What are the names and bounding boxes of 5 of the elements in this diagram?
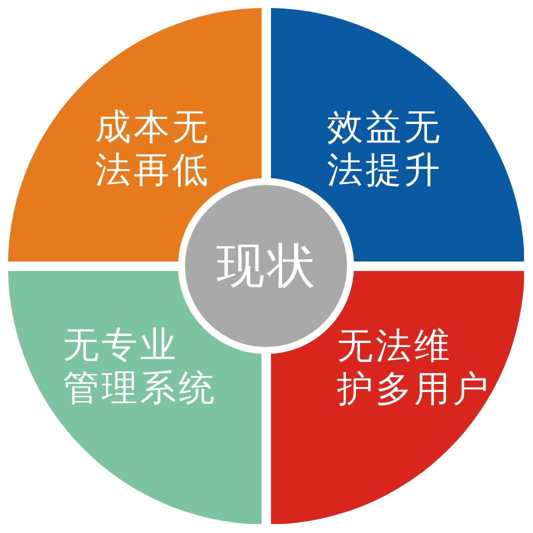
center-label: 现状 [216, 238, 318, 294]
segment-label: 成本无法再低 [95, 107, 210, 192]
segment-label: 无专业管理系统 [63, 325, 217, 410]
segment-label: 无法维护多用户 [337, 326, 491, 411]
segment-label: 效益无法提升 [327, 107, 442, 192]
